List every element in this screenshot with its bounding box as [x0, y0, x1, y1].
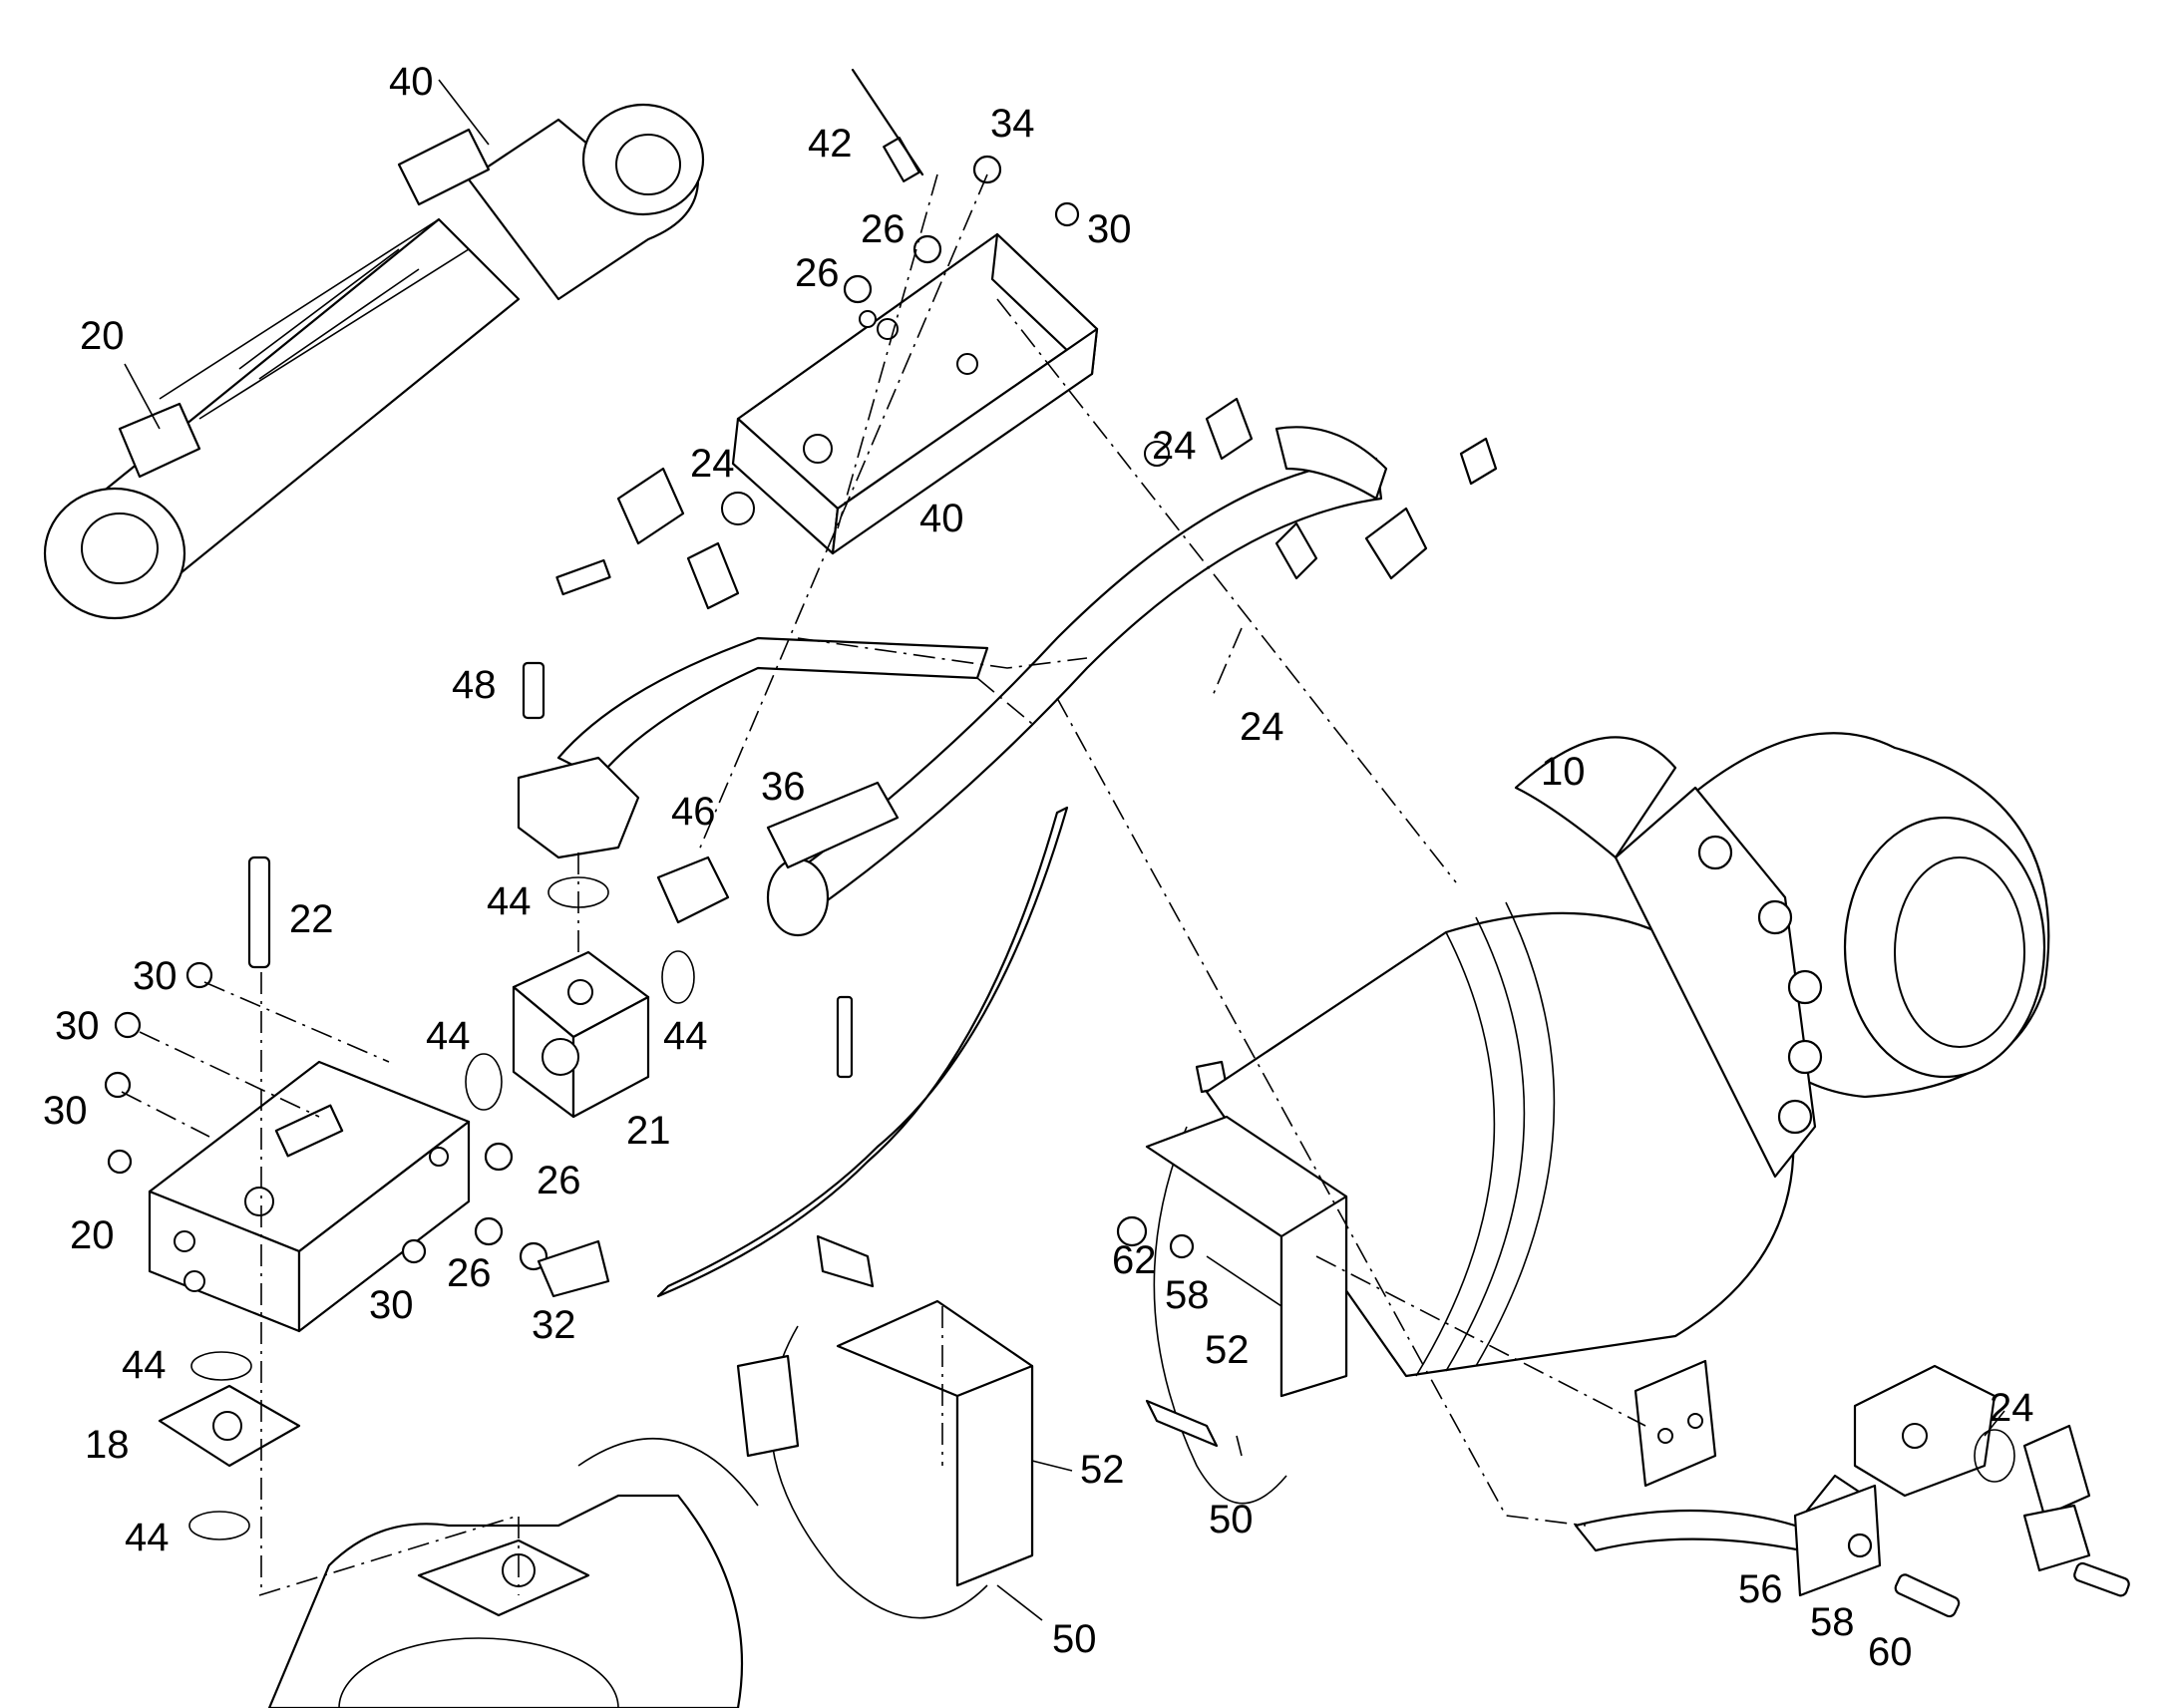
- callout-62: 62: [1112, 1238, 1157, 1282]
- main-cylinder-10: [1205, 732, 2050, 1378]
- callout-10: 10: [1541, 750, 1586, 794]
- assembly-overview-cylinder: [43, 103, 705, 620]
- callout-24: 24: [1152, 424, 1197, 468]
- clamp-band-right: [1116, 1115, 1348, 1505]
- block-21: [465, 876, 695, 1119]
- callout-40: 40: [919, 497, 964, 540]
- clamp-band-left: [736, 1234, 1034, 1619]
- callout-48: 48: [452, 663, 497, 707]
- callout-44: 44: [663, 1014, 708, 1058]
- callout-46: 46: [671, 790, 716, 834]
- callout-30: 30: [1087, 207, 1132, 251]
- callout-26: 26: [861, 207, 906, 251]
- callout-20: 20: [70, 1213, 115, 1257]
- block-20: [104, 961, 610, 1540]
- callout-36: 36: [761, 765, 806, 809]
- callout-60: 60: [1868, 1630, 1913, 1674]
- callout-44: 44: [426, 1014, 471, 1058]
- callout-pointers: [124, 79, 2005, 1621]
- mounting-base: [267, 1438, 759, 1708]
- callout-32: 32: [532, 1303, 576, 1347]
- callout-44: 44: [487, 879, 532, 923]
- callout-30: 30: [43, 1089, 88, 1133]
- valve-block-40: [555, 68, 1170, 610]
- callout-24: 24: [690, 442, 735, 486]
- leader-lines: [121, 173, 1646, 1596]
- callout-30: 30: [133, 954, 178, 998]
- callout-42: 42: [808, 122, 853, 166]
- callout-26: 26: [795, 251, 840, 295]
- hose-assemblies: [247, 397, 1498, 1298]
- callout-52: 52: [1080, 1448, 1125, 1492]
- callout-56: 56: [1738, 1567, 1783, 1611]
- callout-50: 50: [1209, 1498, 1254, 1541]
- callout-labels: 40 20 42 34 26 26 30 24 24 40 48 24 10 3…: [43, 60, 2034, 1674]
- callout-40-overview: 40: [389, 60, 434, 104]
- callout-50: 50: [1052, 1617, 1097, 1661]
- callout-20-overview: 20: [80, 314, 125, 358]
- callout-26: 26: [447, 1251, 492, 1295]
- callout-34: 34: [990, 102, 1035, 146]
- callout-24: 24: [1240, 705, 1284, 749]
- callout-26: 26: [537, 1159, 581, 1202]
- callout-18: 18: [85, 1423, 130, 1467]
- callout-22: 22: [289, 897, 334, 941]
- callout-44: 44: [122, 1343, 167, 1387]
- callout-30: 30: [369, 1283, 414, 1327]
- callout-58: 58: [1165, 1273, 1210, 1317]
- callout-52: 52: [1205, 1328, 1250, 1372]
- callout-24: 24: [1990, 1386, 2034, 1430]
- callout-21: 21: [626, 1109, 671, 1153]
- tube-assembly-56: [1574, 1359, 2130, 1618]
- callout-30: 30: [55, 1004, 100, 1048]
- callout-58: 58: [1810, 1600, 1855, 1644]
- callout-44: 44: [125, 1516, 170, 1559]
